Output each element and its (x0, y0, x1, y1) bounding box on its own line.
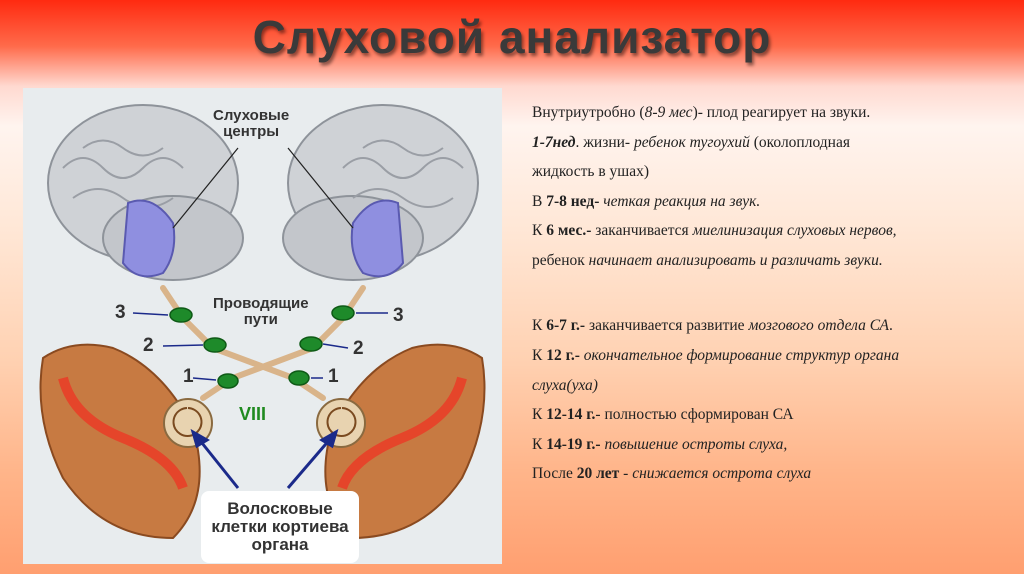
level-1-left: 1 (183, 366, 194, 387)
note-line-2: 1-7нед. жизни- ребенок тугоухий (околопл… (532, 133, 850, 151)
illustration-drawing (39, 104, 486, 540)
pathways-label: Проводящие пути (213, 295, 309, 328)
note-line-5: К 6 мес.- заканчивается миелинизация слу… (532, 222, 897, 240)
note-line-8: К 12 г.- окончательное формирование стру… (532, 346, 900, 364)
auditory-analyzer-illustration: Слуховые центры Проводящие пути 3 2 1 3 … (23, 88, 502, 564)
note-line-4: В 7-8 нед- четкая реакция на звук. (532, 192, 761, 210)
level-2-left: 2 (143, 335, 154, 356)
cranial-nerve-viii-label: VIII (239, 404, 267, 424)
note-line-10: К 12-14 г.- полностью сформирован СА (532, 406, 794, 424)
level-2-right: 2 (353, 338, 364, 359)
slide-title: Слуховой анализатор (252, 11, 772, 63)
note-line-1: Внутриутробно (8-9 мес)- плод реагирует … (532, 104, 871, 121)
note-line-9: слуха(уха) (532, 376, 598, 394)
pathway-nuclei (169, 305, 355, 389)
note-line-6: ребенок начинает анализировать и различа… (532, 251, 883, 269)
hair-cells-label: Волосковые клетки кортиева органа (211, 499, 349, 554)
note-line-7: К 6-7 г.- заканчивается развитие мозгово… (532, 317, 893, 335)
auditory-centers-label: Слуховые центры (213, 107, 290, 140)
note-line-12: После 20 лет - снижается острота слуха (532, 465, 812, 483)
left-brain-image (47, 104, 244, 281)
level-3-right: 3 (393, 305, 404, 326)
note-line-3: жидкость в ушах) (532, 163, 650, 181)
left-ear-image (39, 343, 213, 540)
level-1-right: 1 (328, 366, 339, 387)
development-notes: Внутриутробно (8-9 мес)- плод реагирует … (532, 100, 1012, 491)
right-brain-image (282, 104, 479, 281)
level-3-left: 3 (115, 302, 126, 323)
hair-cells-label-box: Волосковые клетки кортиева органа (201, 491, 359, 563)
note-line-11: К 14-19 г.- повышение остроты слуха, (532, 435, 788, 453)
